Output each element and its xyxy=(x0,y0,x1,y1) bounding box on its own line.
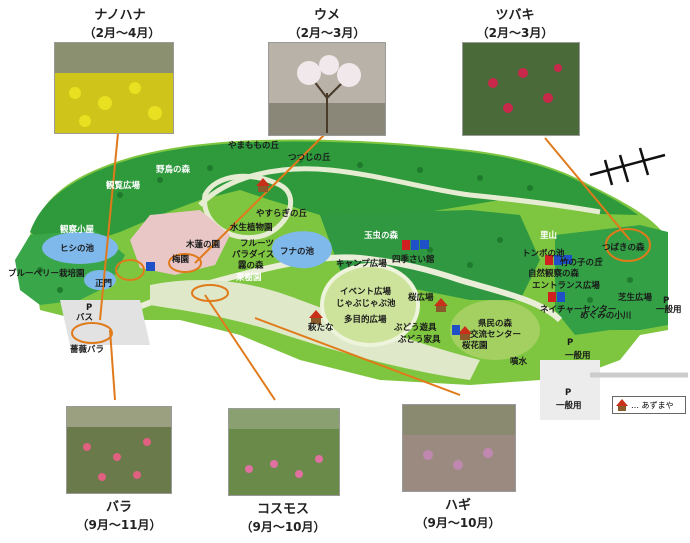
label-bus: バス xyxy=(76,312,93,323)
label-rose-garden: 薔薇バラ xyxy=(70,344,104,355)
label-p2: P xyxy=(663,296,669,306)
flower-period-bara: （9月～11月） xyxy=(76,518,162,532)
flower-name-nanohana: ナノハナ xyxy=(94,8,146,23)
label-megumi: めぐみの小川 xyxy=(580,310,631,321)
flower-name-ume: ウメ xyxy=(313,8,340,23)
label-koryu2: 県民の森 xyxy=(478,318,513,329)
label-takenoko: 竹の子の丘 xyxy=(559,257,603,268)
east-parking xyxy=(540,360,600,420)
photo-ume xyxy=(268,42,386,136)
legend-text: … あずまや xyxy=(631,400,674,410)
label-ippan2: 一般用 xyxy=(565,350,591,361)
label-kanshou: 観察小屋 xyxy=(60,224,95,235)
label-koryu: 交流センター xyxy=(470,329,521,340)
label-tamokuteki: 多目的広場 xyxy=(344,314,387,325)
callout-circles xyxy=(71,228,651,344)
label-shikigaku: 四季さい館 xyxy=(392,254,435,265)
photo-tsubaki xyxy=(462,42,580,136)
hishi-pond xyxy=(42,232,118,264)
label-tonbo: トンボの池 xyxy=(522,248,565,259)
azumaya-legend-icon xyxy=(616,399,628,411)
photo-cosmos xyxy=(228,408,340,496)
label-yachou: 野鳥の森 xyxy=(156,164,191,175)
label-funa: フナの池 xyxy=(280,246,315,257)
flower-name-bara: バラ xyxy=(105,500,132,515)
toilet-icon xyxy=(402,240,565,335)
flower-period-tsubaki: （2月～3月） xyxy=(476,26,554,40)
label-kanran: 観覧広場 xyxy=(106,180,141,191)
label-satoyama: 里山 xyxy=(540,230,557,241)
label-blueberry: ブルーベリー栽培園 xyxy=(8,268,85,279)
label-p1: P xyxy=(86,303,92,313)
label-paradise: パラダイス xyxy=(232,249,274,260)
label-entrance: エントランス広場 xyxy=(532,280,600,291)
label-gate: 正門 xyxy=(95,279,112,289)
forest-east xyxy=(555,225,668,335)
flower-name-tsubaki: ツバキ xyxy=(495,8,535,23)
label-yamamomo: やまももの丘 xyxy=(228,140,280,151)
photo-hagi xyxy=(402,404,516,492)
label-suisen: 噴水 xyxy=(510,356,528,367)
funa-pond xyxy=(271,231,332,269)
flower-period-hagi: （9月～10月） xyxy=(415,516,501,530)
callout-lines xyxy=(99,132,631,401)
flower-name-cosmos: コスモス xyxy=(256,502,309,517)
flower-period-ume: （2月～3月） xyxy=(288,26,366,40)
label-hagi: 萩たな xyxy=(307,322,334,333)
label-bairin: 梅園 xyxy=(172,254,189,265)
label-fruits: フルーツ xyxy=(240,239,274,249)
event-area xyxy=(320,263,420,347)
label-yasuragi: やすらぎの丘 xyxy=(256,208,308,219)
flower-period-cosmos: （9月～10月） xyxy=(240,520,326,534)
label-ippan3: 一般用 xyxy=(556,400,582,411)
label-kudamono: 果樹園 xyxy=(235,272,262,283)
label-p4: P xyxy=(565,388,571,398)
map-legend: … あずまや xyxy=(612,396,686,414)
label-shibafu: 芝生広場 xyxy=(618,292,653,303)
label-tsutsuji: つつじの丘 xyxy=(288,152,331,163)
label-p3: P xyxy=(567,338,573,348)
label-tsubaki-mori: つばきの森 xyxy=(602,242,645,253)
forest-north xyxy=(30,141,638,250)
azumaya-icon xyxy=(256,178,472,340)
label-camp: キャンプ広場 xyxy=(336,258,387,269)
tree-dots xyxy=(37,157,633,303)
label-hishi: ヒシの池 xyxy=(60,243,95,254)
west-pond xyxy=(84,270,116,290)
flower-period-nanohana: （2月～4月） xyxy=(83,26,161,40)
label-event: イベント広場 xyxy=(340,286,392,297)
photo-nanohana xyxy=(54,42,174,134)
compass-icon xyxy=(589,147,666,186)
label-jabujabu: じゃぶじゃぶ池 xyxy=(336,298,396,309)
label-tamamushi: 玉虫の森 xyxy=(364,230,399,241)
parking-area xyxy=(60,300,150,345)
label-kiri: 霧の森 xyxy=(237,260,264,271)
label-play: ぶどう遊具 xyxy=(393,322,437,333)
north-path xyxy=(198,166,601,215)
flower-name-hagi: ハギ xyxy=(444,498,471,513)
flower-band xyxy=(150,280,480,380)
label-mokuren: 木蓮の園 xyxy=(185,239,220,250)
photo-bara xyxy=(66,406,172,494)
gate-plaza xyxy=(130,210,230,275)
label-ippan1: 一般用 xyxy=(656,304,682,315)
label-suisei: 水生植物園 xyxy=(229,222,273,233)
label-toilet-area: 桜花園 xyxy=(462,340,488,351)
label-nature: ネイチャーセンター xyxy=(540,304,616,315)
exchange-area xyxy=(450,300,540,360)
label-kashi: ぶどう家具 xyxy=(397,334,441,345)
wheelchair-icon xyxy=(146,240,572,271)
label-sakura: 桜広場 xyxy=(408,292,434,303)
label-shizen: 自然観察の森 xyxy=(528,268,580,279)
